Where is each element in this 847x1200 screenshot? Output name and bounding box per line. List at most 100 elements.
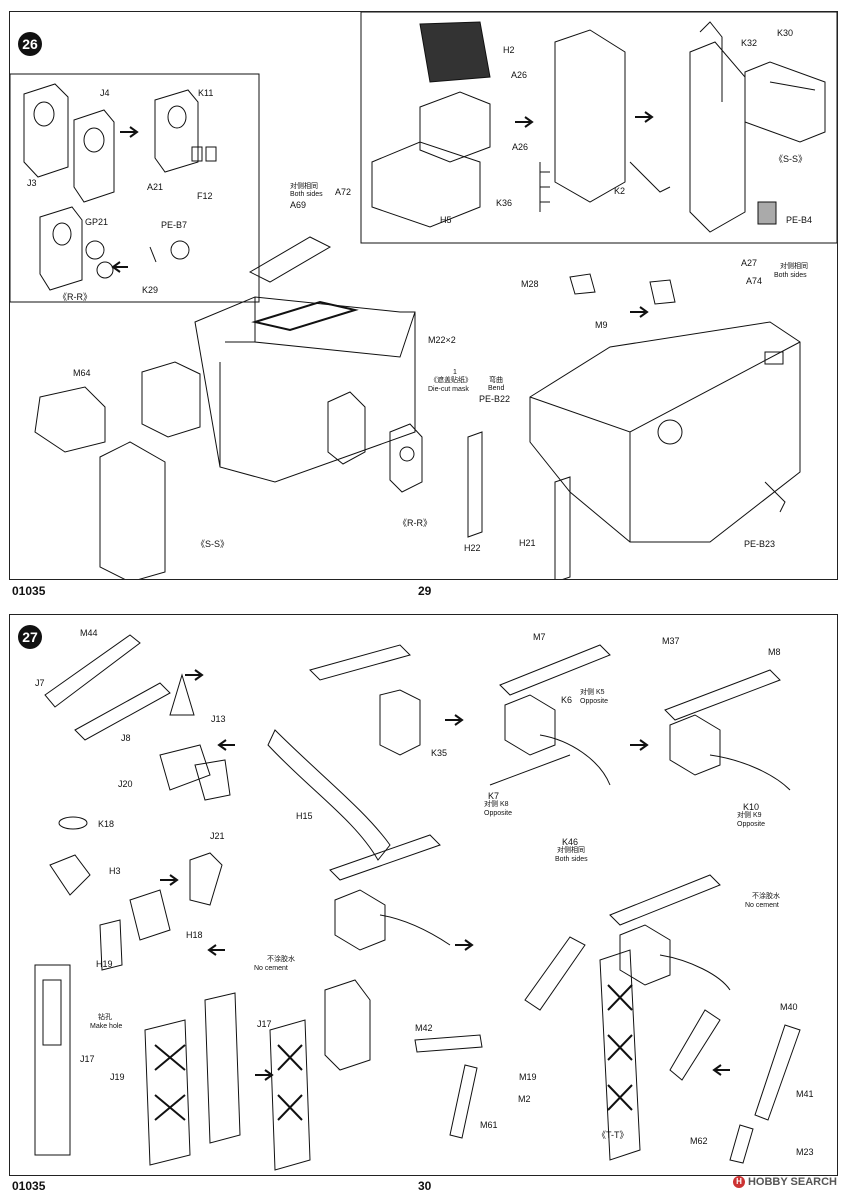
detail-k30 (744, 61, 826, 143)
support-m42-m61 (414, 1034, 483, 1139)
hatch-part-j3 (23, 83, 69, 178)
support-m40-m62 (729, 1024, 801, 1164)
part-h21 (554, 476, 571, 579)
label-j19: J19 (110, 1072, 125, 1082)
part-m64 (34, 386, 106, 453)
gear-k18-h3 (49, 816, 223, 906)
engine-deck-h5 (371, 21, 491, 228)
label-r-r-main: 《R-R》 (398, 518, 432, 528)
label-k29: K29 (142, 285, 159, 295)
page-number-top: 29 (418, 584, 432, 598)
inset-s-s-box (360, 12, 837, 244)
label-k5: Opposite (580, 698, 609, 705)
mask-number: 1 (453, 369, 457, 376)
arrow (120, 126, 139, 138)
make-hole-cn: 钻孔 (98, 1014, 112, 1021)
step-26-panel: 26 J4 J3 K11 A21 F12 GP21 PE-B7 K29 《R-R… (9, 11, 838, 580)
hull-right-assembly (467, 273, 801, 579)
label-j17-plate: J17 (80, 1054, 95, 1064)
label-s-s-inset: 《S-S》 (774, 154, 808, 164)
side-box-s-s (99, 441, 166, 579)
note-a74: Both sides (774, 272, 807, 279)
label-k36: K36 (496, 198, 513, 208)
hatch-assembly-k11 (154, 89, 217, 173)
label-a26-bottom: A26 (512, 142, 529, 152)
label-k7: K7 (488, 791, 500, 801)
step-27-panel: 27 M44 J7 J8 J13 J20 J21 H15 K35 M7 K6 对… (9, 614, 838, 1176)
arrow (160, 874, 179, 886)
label-k46-cn: 对侧相同 (557, 847, 585, 854)
label-k46-note: Both sides (555, 856, 588, 863)
label-r-r-inset: 《R-R》 (58, 292, 92, 302)
arrow (712, 1064, 730, 1076)
frame-h18-h19 (99, 889, 171, 971)
label-k18: K18 (98, 819, 115, 829)
label-m7: M7 (533, 632, 546, 642)
label-j17-leg: J17 (257, 1019, 272, 1029)
boom-k5-k6 (489, 644, 611, 786)
part-pe-b23 (764, 481, 786, 513)
final-crane-assembly (524, 874, 731, 1161)
bend-label-cn: 弯曲 (489, 377, 503, 384)
no-cement-1: No cement (254, 965, 288, 972)
step-26-drawings (10, 12, 837, 579)
no-cement-2-cn: 不涂胶水 (752, 893, 780, 900)
label-h15: H15 (296, 811, 313, 821)
label-pe-b7: PE-B7 (161, 220, 188, 230)
label-k5-cn: 对侧 K5 (580, 689, 605, 696)
label-k8-cn: 对侧 K8 (484, 801, 509, 808)
bend-label: Bend (488, 385, 505, 392)
label-h19: H19 (96, 959, 113, 969)
label-j13: J13 (211, 714, 226, 724)
label-j4: J4 (100, 88, 110, 98)
note-a72-cn: 对侧相同 (290, 183, 318, 190)
label-j3: J3 (27, 178, 37, 188)
hull-left-assembly (34, 236, 423, 579)
arrow (630, 306, 649, 318)
label-a69: A69 (290, 200, 307, 210)
label-h2: H2 (503, 45, 515, 55)
label-j8: J8 (121, 733, 131, 743)
make-hole: Make hole (90, 1023, 123, 1030)
label-pe-b22: PE-B22 (479, 394, 511, 404)
label-k8: Opposite (484, 810, 513, 817)
arrow (630, 739, 649, 751)
label-k30: K30 (777, 28, 794, 38)
kit-code-top: 01035 (12, 584, 46, 598)
arrow (111, 261, 128, 273)
label-h22: H22 (464, 543, 481, 553)
arrow (445, 714, 464, 726)
label-m19: M19 (519, 1072, 537, 1082)
label-t-t: 《T-T》 (597, 1130, 629, 1140)
mask-label: Die-cut mask (428, 386, 469, 393)
door-panel (327, 391, 366, 465)
label-j21: J21 (210, 831, 225, 841)
label-m37: M37 (662, 636, 680, 646)
label-j20: J20 (118, 779, 133, 789)
step-27-drawings (34, 634, 801, 1171)
arrow (455, 939, 474, 951)
hatch-part-j4 (73, 109, 115, 203)
side-box-a26 (539, 29, 626, 212)
label-k6: K6 (561, 695, 573, 705)
label-m2: M2 (518, 1094, 531, 1104)
label-j7: J7 (35, 678, 45, 688)
pe-b7-disc (170, 240, 190, 260)
step-27-badge: 27 (18, 625, 42, 649)
arrow (217, 739, 235, 751)
radiator-grille (141, 361, 201, 438)
label-h3: H3 (109, 866, 121, 876)
label-m8: M8 (768, 647, 781, 657)
inset-r-r-box (10, 73, 260, 303)
watermark-text: HOBBY SEARCH (747, 1175, 837, 1188)
arrow (185, 669, 204, 681)
mask-label-cn: 《遮盖贴纸》 (430, 377, 472, 384)
label-a74: A74 (746, 276, 763, 286)
label-m64: M64 (73, 368, 91, 378)
part-a69 (248, 236, 332, 283)
arrow (635, 111, 654, 123)
label-gp21: GP21 (85, 217, 109, 227)
boom-on-column (329, 834, 451, 951)
arrow (207, 944, 225, 956)
